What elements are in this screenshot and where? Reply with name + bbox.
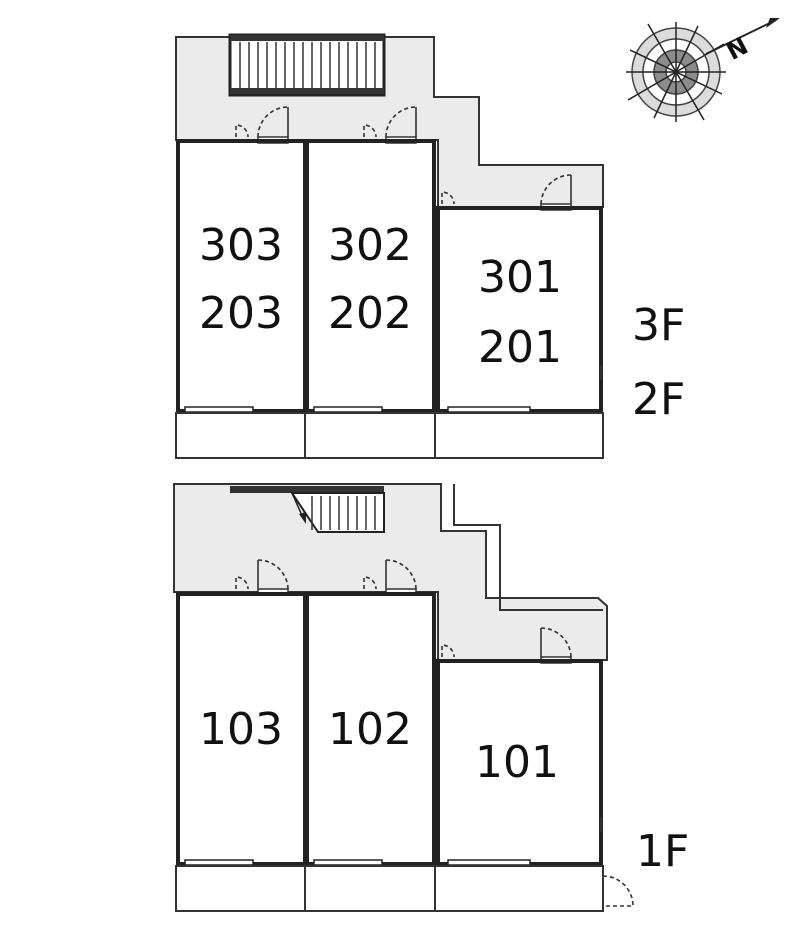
unit-label-102: 102 [328, 704, 412, 755]
upper-staircase [228, 33, 386, 97]
ground-floor-plan: 103 102 101 1F [173, 483, 689, 912]
unit-room-301-201 [436, 206, 603, 413]
unit-label-203: 203 [199, 288, 283, 339]
compass-north-label: N [722, 32, 753, 66]
upper-floor-plan: 303 203 302 202 301 201 3F 2F [175, 33, 685, 459]
compass-icon [626, 18, 780, 122]
floor-label-3f: 3F [632, 300, 685, 351]
unit-label-302: 302 [328, 220, 412, 271]
unit-label-303: 303 [199, 220, 283, 271]
unit-label-101: 101 [475, 737, 559, 788]
unit-label-201: 201 [478, 322, 562, 373]
unit-label-301: 301 [478, 252, 562, 303]
ground-side-door [602, 875, 634, 907]
floor-label-2f: 2F [632, 374, 685, 425]
unit-label-202: 202 [328, 288, 412, 339]
upper-balconies [175, 412, 604, 459]
ground-hallway [173, 483, 608, 661]
floor-label-1f: 1F [636, 826, 689, 877]
ground-staircase [230, 486, 385, 533]
unit-label-103: 103 [199, 704, 283, 755]
ground-balconies [175, 865, 604, 912]
unit-room-302-202 [305, 139, 436, 413]
unit-room-303-203 [176, 139, 307, 413]
